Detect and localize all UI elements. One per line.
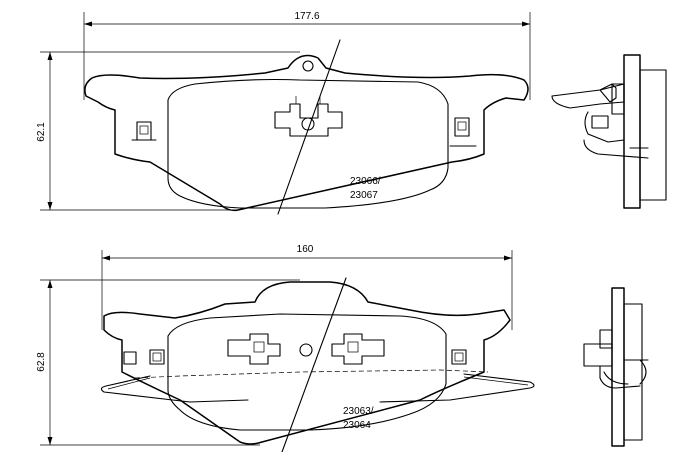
bottom-width-dimension: 160 [101,244,513,330]
top-width-label: 177.6 [294,11,319,22]
top-side-view [551,54,667,209]
bottom-right-spring [379,373,535,403]
top-right-tab [449,117,477,147]
bottom-clip-detail [227,333,385,365]
bottom-right-tab [451,349,467,365]
bottom-left-spring [100,375,249,403]
bottom-part-number-1: 23063/ [343,406,374,417]
top-pad-view: 177.6 62.1 [36,11,531,215]
bottom-width-label: 160 [297,244,314,255]
bottom-left-tab [123,349,165,365]
top-section-line [277,39,341,215]
bottom-pad-view: 160 62.8 [36,244,535,452]
top-backing-plate [84,54,529,212]
bottom-height-dimension: 62.8 [36,279,300,446]
bottom-height-label: 62.8 [36,352,47,372]
bottom-section-line [281,277,347,452]
top-width-dimension: 177.6 [83,11,531,100]
bottom-wear-line [134,369,489,379]
top-part-number-2: 23067 [350,190,378,201]
top-centre-hole [302,60,314,72]
bottom-friction-block [167,313,447,431]
top-left-tab [131,121,157,141]
top-height-dimension: 62.1 [36,51,300,211]
top-friction-block [167,78,449,209]
bottom-backing-plate [103,281,511,445]
bottom-part-number-2: 23064 [343,420,371,431]
top-height-label: 62.1 [36,122,47,142]
bottom-side-view [583,287,649,447]
top-part-number-1: 23066/ [350,176,381,187]
